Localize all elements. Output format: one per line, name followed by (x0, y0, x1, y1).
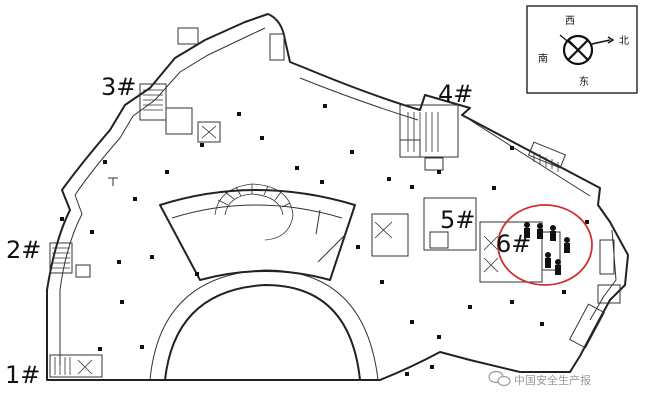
entrance-arc (164, 284, 361, 381)
elevator-label-5: 5# (440, 206, 475, 234)
compass-west: 西 (565, 16, 575, 27)
stair-core-3 (139, 83, 221, 143)
central-hall (159, 189, 356, 281)
compass-icon: 西 南 东 北 (526, 5, 638, 94)
spiral-stair (214, 183, 294, 241)
stair-core-5 (371, 197, 477, 257)
elevator-label-2: 2# (6, 236, 41, 264)
inner-wall (59, 27, 266, 365)
incident-highlight-circle (497, 204, 593, 286)
stair-core-6 (479, 221, 561, 283)
building-outline (46, 13, 629, 381)
elevator-label-6: 6# (496, 230, 531, 258)
compass-north: 北 (619, 35, 629, 47)
elevator-label-4: 4# (438, 80, 473, 108)
marker (108, 177, 118, 186)
person-figures (524, 222, 570, 275)
elevator-label-1: 1# (5, 361, 40, 389)
columns (60, 104, 589, 376)
elevator-label-3: 3# (101, 73, 136, 101)
stair-core-2 (49, 242, 91, 278)
watermark: 中国安全生产报 (488, 370, 591, 387)
compass-east: 东 (579, 75, 589, 88)
compass-south: 南 (538, 52, 548, 65)
watermark-text: 中国安全生产报 (514, 373, 591, 387)
central-hall-inner (171, 204, 343, 219)
wechat-icon (488, 370, 511, 387)
east-stairs (177, 27, 621, 349)
hall-edge (315, 209, 346, 263)
stair-core-1 (49, 354, 103, 378)
stair-core-4 (399, 104, 459, 171)
